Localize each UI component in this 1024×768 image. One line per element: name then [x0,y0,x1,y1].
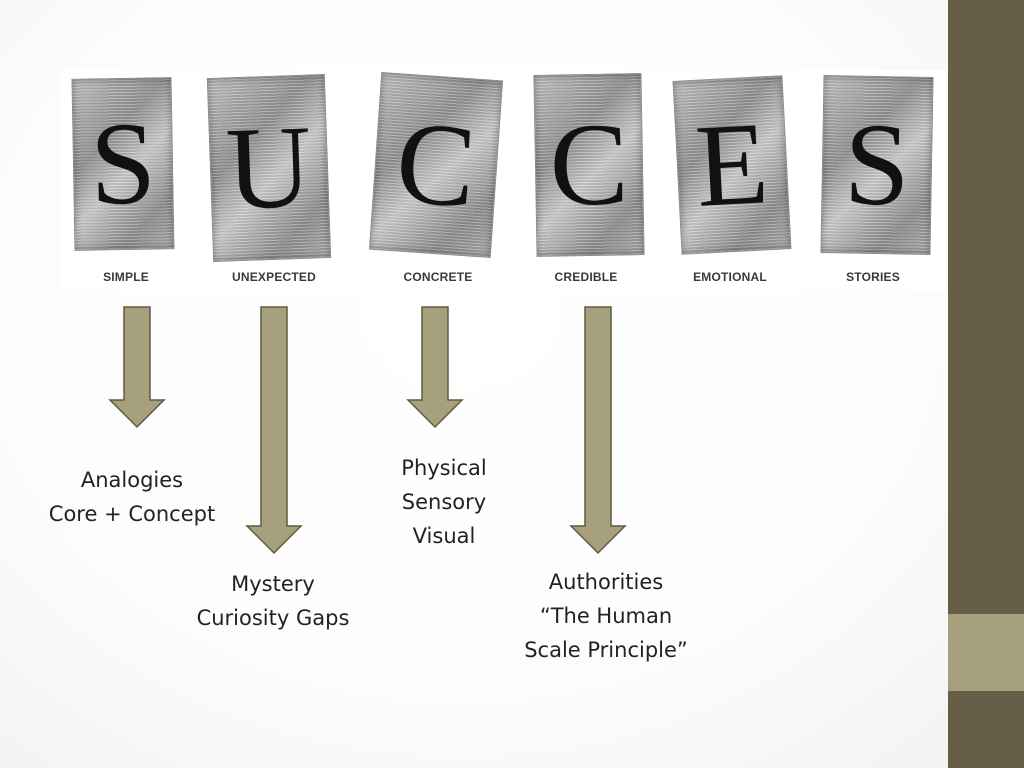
tape-piece-s2: S [820,75,934,255]
note-line: Core + Concept [48,502,216,526]
note-line: Curiosity Gaps [196,606,350,630]
note-concrete: Physical Sensory Visual [384,451,504,553]
letter-u: U [224,100,314,235]
tape-piece-s: S [71,77,175,251]
word-concrete: CONCRETE [403,270,473,284]
tape-piece-u: U [206,73,332,263]
note-line: Scale Principle” [524,638,688,662]
note-line: Sensory [401,490,487,514]
letter-c: C [392,96,480,233]
side-bar-accent [948,614,1024,691]
letter-s: S [843,98,911,231]
arrow-shape [406,306,464,429]
note-line: Mystery [231,572,315,596]
word-credible: CREDIBLE [554,270,618,284]
note-line: “The Human [539,604,673,628]
arrow-shape [245,306,303,555]
word-simple: SIMPLE [103,270,149,284]
word-emotional: EMOTIONAL [693,270,767,284]
note-credible: Authorities “The Human Scale Principle” [496,565,716,667]
arrow-down-credible [569,306,627,555]
word-stories: STORIES [846,270,900,284]
arrow-down-simple [108,306,166,429]
letter-e: E [692,97,772,232]
note-simple: Analogies Core + Concept [32,463,232,531]
arrow-shape [108,306,166,429]
tape-piece-c2: C [533,73,645,257]
success-banner: S U C C E S [60,70,946,290]
note-line: Visual [412,524,476,548]
note-line: Analogies [80,468,184,492]
arrow-down-unexpected [245,306,303,555]
letter-s: S [89,97,157,230]
word-unexpected: UNEXPECTED [231,270,316,284]
letter-c: C [548,98,630,231]
arrow-shape [569,306,627,555]
note-unexpected: Mystery Curiosity Gaps [173,567,373,635]
arrow-down-concrete [406,306,464,429]
note-line: Authorities [548,570,664,594]
note-line: Physical [401,456,487,480]
tape-piece-e: E [672,75,792,255]
tape-piece-c1: C [368,71,504,259]
